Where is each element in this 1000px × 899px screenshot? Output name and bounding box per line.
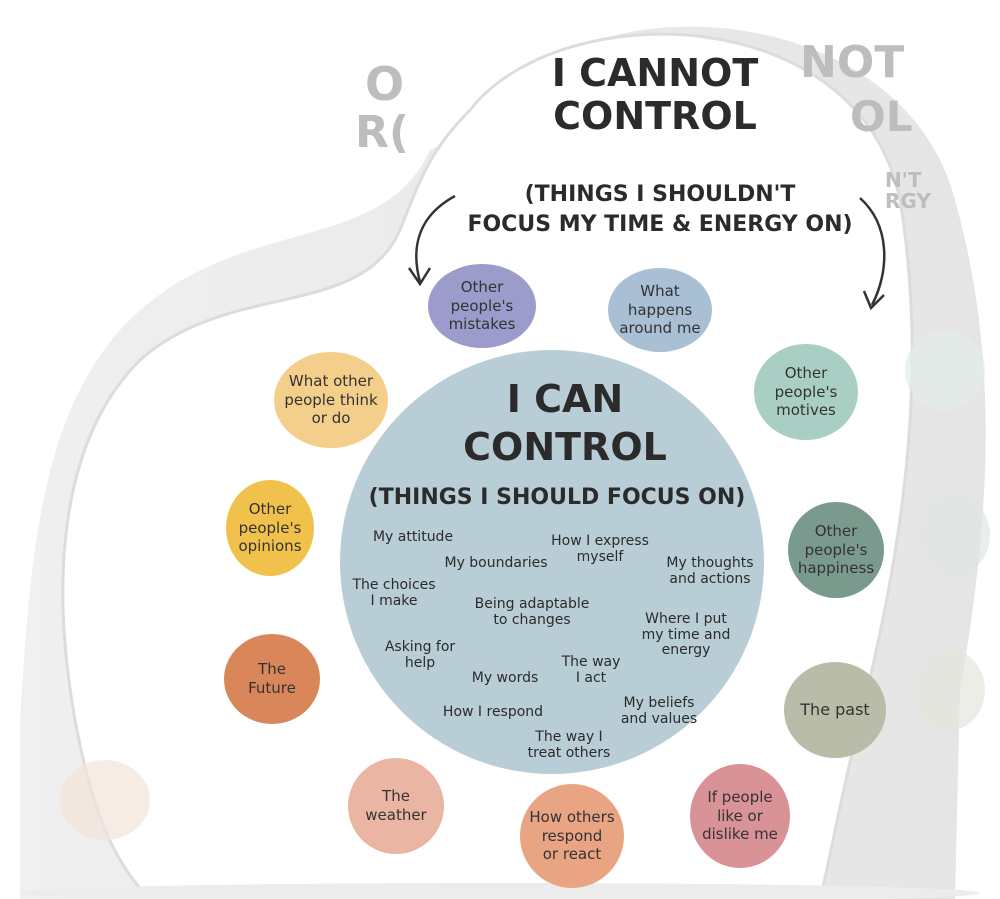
bubble-what-others-think: What other people think or do [274, 352, 388, 448]
item-the-way-i-act: The way I act [561, 654, 621, 686]
left-arrowhead [407, 267, 432, 287]
item-being-adaptable: Being adaptable to changes [474, 596, 590, 628]
ghost-text-right-top: NOT [800, 37, 905, 88]
item-the-choices: The choices I make [352, 577, 436, 609]
can-control-subtitle: (THINGS I SHOULD FOCUS ON) [368, 485, 746, 510]
item-my-beliefs: My beliefs and values [620, 695, 698, 727]
can-control-title: I CAN CONTROL [463, 377, 667, 469]
item-how-i-express: How I express myself [551, 533, 649, 565]
bubble-others-mistakes: Other people's mistakes [428, 264, 536, 348]
cannot-control-subtitle: (THINGS I SHOULDN'T FOCUS MY TIME & ENER… [467, 182, 853, 237]
item-my-boundaries: My boundaries [444, 555, 548, 571]
item-asking-for-help: Asking for help [384, 639, 456, 671]
bubble-how-others-respond: How others respond or react [520, 784, 624, 888]
item-where-i-put: Where I put my time and energy [641, 611, 731, 659]
bubble-if-people-like: If people like or dislike me [690, 764, 790, 868]
cannot-control-title: I CANNOT CONTROL [551, 51, 759, 138]
right-curved-arrow [859, 197, 886, 306]
ghost-text-right-mid: OL [850, 92, 913, 141]
bubble-the-past: The past [784, 662, 886, 758]
item-how-i-respond: How I respond [442, 704, 544, 720]
ghost-bubble-right-3 [915, 650, 985, 730]
can-control-circle [340, 350, 764, 774]
item-the-way-i-treat: The way I treat others [527, 729, 611, 761]
bubble-others-motives: Other people's motives [754, 344, 858, 440]
bubble-what-happens: What happens around me [608, 268, 712, 352]
ghost-bubble-right-2 [920, 495, 990, 575]
item-my-thoughts: My thoughts and actions [666, 555, 754, 587]
bubble-others-opinions: Other people's opinions [226, 480, 314, 576]
bubble-others-happiness: Other people's happiness [788, 502, 884, 598]
left-curved-arrow [415, 194, 456, 283]
ghost-text-left-top: O [365, 57, 405, 111]
item-my-words: My words [471, 670, 539, 686]
ghost-bubble-right-1 [905, 330, 985, 410]
right-arrowhead [862, 290, 885, 311]
floor-shadow [20, 883, 980, 899]
item-my-attitude: My attitude [372, 529, 454, 545]
bubble-the-weather: The weather [348, 758, 444, 854]
ghost-bubble-left-1 [60, 760, 150, 840]
bubble-the-future: The Future [224, 634, 320, 724]
ghost-text-left-mid: R( [355, 107, 409, 158]
